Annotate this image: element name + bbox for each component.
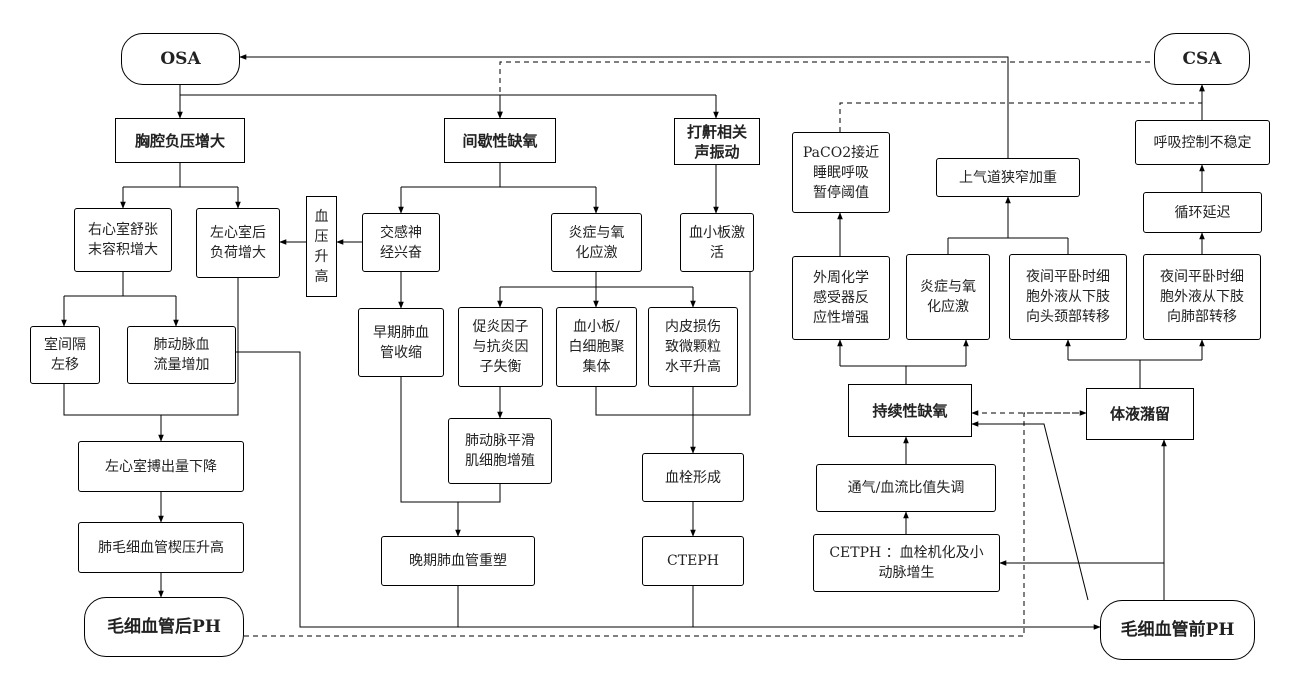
- node-bp-rise: 血 压 升 高: [306, 196, 337, 297]
- node-pre-capillary-ph: 毛细血管前PH: [1100, 600, 1255, 660]
- node-vq-mismatch: 通气/血流比值失调: [816, 464, 996, 512]
- node-osa: OSA: [121, 33, 240, 85]
- node-chemoreceptor: 外周化学 感受器反 应性增强: [792, 256, 890, 340]
- node-platelet-aggregate: 血小板/ 白细胞聚 集体: [556, 307, 637, 387]
- node-resp-control: 呼吸控制不稳定: [1135, 120, 1270, 165]
- node-cteph: CTEPH: [642, 536, 744, 586]
- node-thrombosis: 血栓形成: [642, 453, 744, 502]
- node-smooth-muscle: 肺动脉平滑 肌细胞增殖: [448, 418, 552, 484]
- node-upper-airway: 上气道狭窄加重: [936, 158, 1080, 197]
- node-post-capillary-ph: 毛细血管后PH: [84, 597, 244, 657]
- node-fluid-to-lung: 夜间平卧时细 胞外液从下肢 向肺部转移: [1143, 254, 1261, 340]
- node-intermittent-hypoxia: 间歇性缺氧: [444, 118, 556, 163]
- node-lv-output-drop: 左心室搏出量下降: [78, 441, 244, 492]
- node-cytokine-imbalance: 促炎因子 与抗炎因 子失衡: [458, 307, 543, 387]
- node-chest-pressure: 胸腔负压增大: [115, 118, 245, 163]
- node-lv-afterload: 左心室后 负荷增大: [196, 208, 280, 278]
- node-sustained-hypoxia: 持续性缺氧: [848, 384, 972, 437]
- node-pa-flow: 肺动脉血 流量增加: [127, 326, 236, 384]
- node-circulation-delay: 循环延迟: [1143, 192, 1262, 233]
- node-early-constriction: 早期肺血 管收缩: [358, 308, 444, 377]
- node-csa: CSA: [1154, 33, 1250, 85]
- node-snore-vibration: 打鼾相关 声振动: [674, 118, 760, 165]
- node-platelet-activation: 血小板激 活: [680, 213, 754, 272]
- node-septum-shift: 室间隔 左移: [30, 326, 100, 384]
- node-inflammation-oxidative-2: 炎症与氧 化应激: [906, 254, 990, 340]
- node-rv-volume: 右心室舒张 末容积增大: [74, 208, 172, 272]
- node-sympathetic: 交感神 经兴奋: [362, 213, 440, 272]
- node-late-remodeling: 晚期肺血管重塑: [381, 536, 535, 586]
- node-pcwp-rise: 肺毛细血管楔压升高: [78, 522, 244, 573]
- node-paco2: PaCO2接近 睡眠呼吸 暂停阈值: [792, 132, 890, 213]
- node-fluid-retention: 体液潴留: [1086, 388, 1194, 440]
- node-endothelial-injury: 内皮损伤 致微颗粒 水平升高: [648, 307, 738, 387]
- node-inflammation-oxidative-1: 炎症与氧 化应激: [551, 213, 642, 272]
- node-cteph-mechanism: CETPH ：血栓机化及小 动脉增生: [813, 534, 1000, 592]
- node-fluid-to-neck: 夜间平卧时细 胞外液从下肢 向头颈部转移: [1009, 254, 1127, 340]
